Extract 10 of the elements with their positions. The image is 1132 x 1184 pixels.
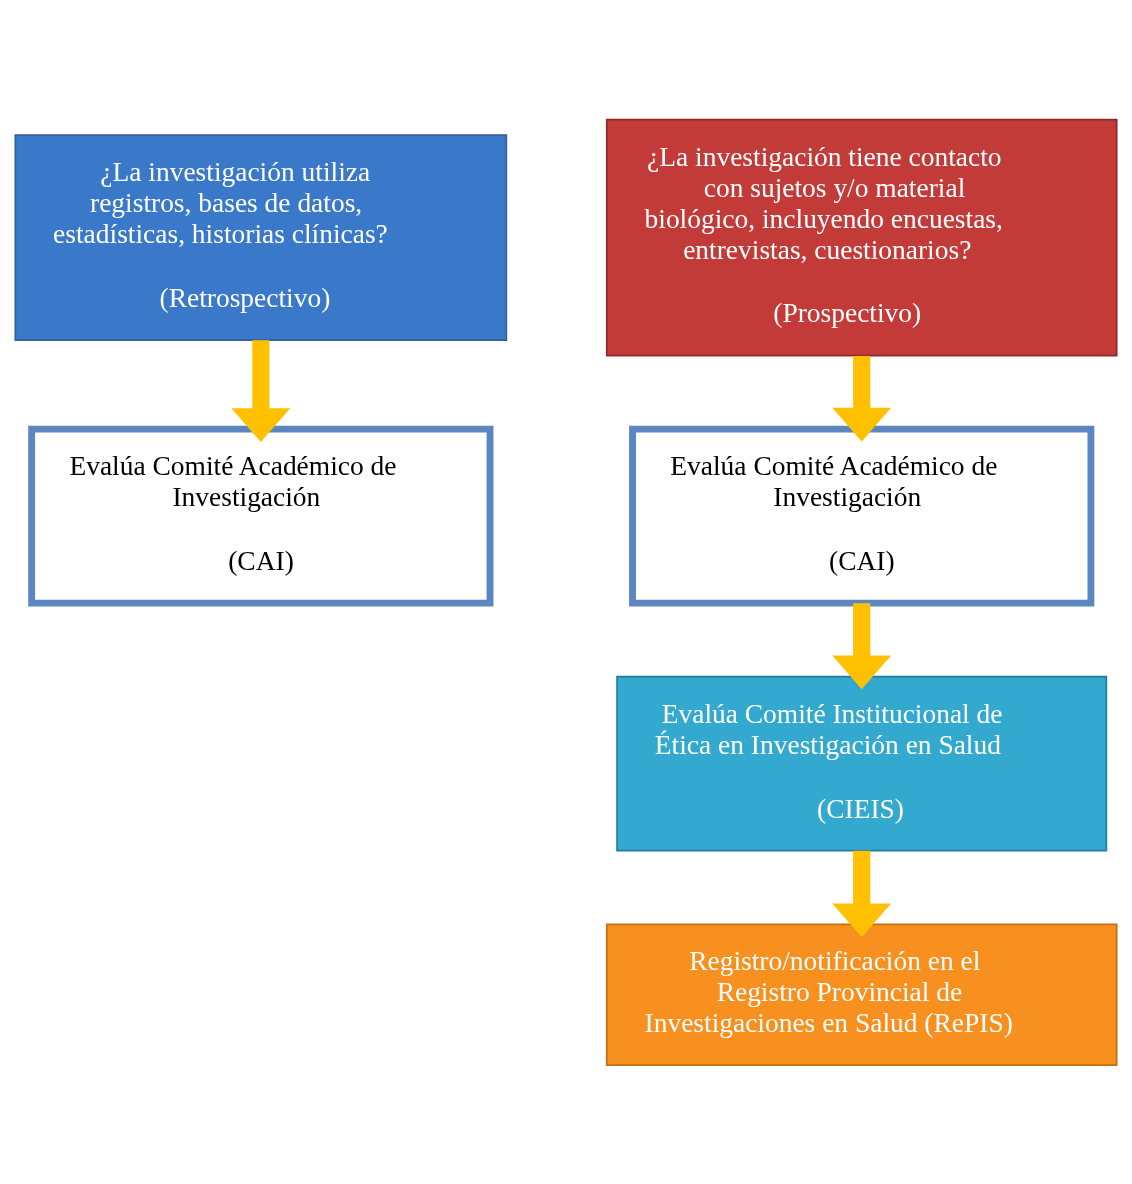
node-box: ¿La investigación tiene contacto con sujetos y/o material biológico, incluyendo encuestas, entrevistas, cuestionarios? (Prospectivo) [605,118,1118,356]
node-box: Registro/notificación en el Registro Provincial de Investigaciones en Salud (RePIS) [605,923,1118,1066]
arrow [832,850,892,937]
node-box: Evalúa Comité Académico de Investigación (CAI) [629,425,1095,607]
arrow [832,602,892,689]
node-box: Evalúa Comité Académico de Investigación (CAI) [28,425,494,607]
node-box: ¿La investigación utiliza registros, bases de datos, estadísticas, historias clínicas? (Retrospectivo) [14,133,508,341]
node-box: Evalúa Comité Institucional de Ética en Investigación en Salud (CIEIS) [616,675,1108,852]
arrow [231,339,291,442]
arrow [832,355,892,441]
